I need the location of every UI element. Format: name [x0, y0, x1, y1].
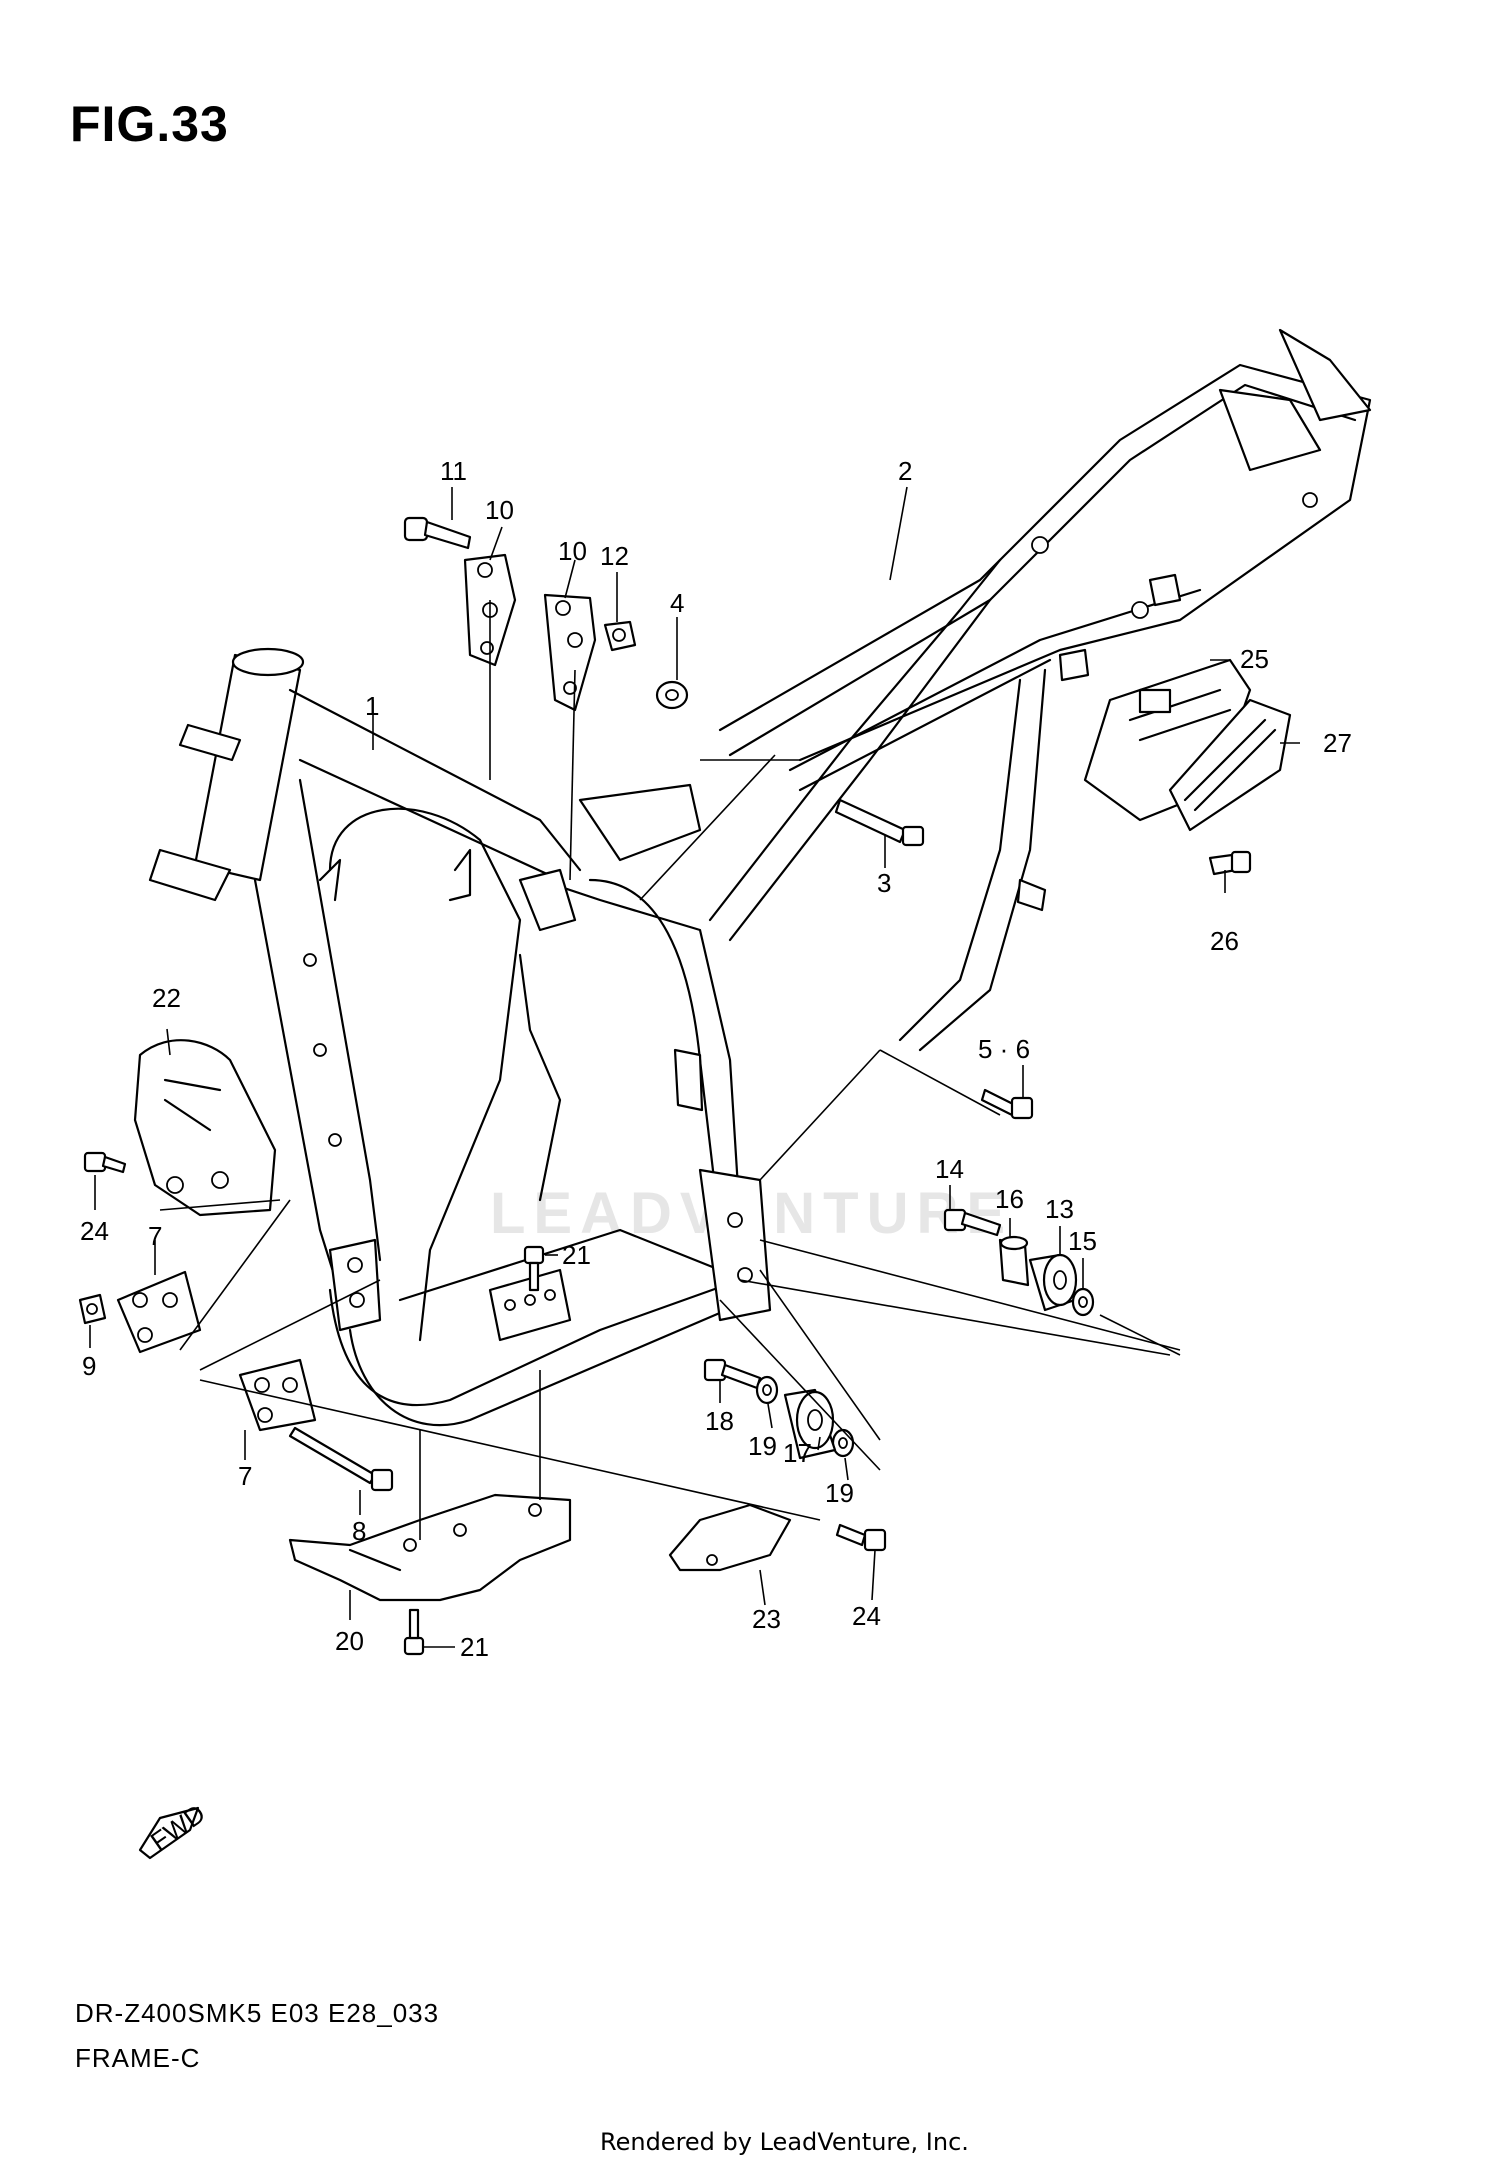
- part-15-washer: [1071, 1287, 1095, 1317]
- callout-19-right: 19: [825, 1478, 854, 1508]
- part-8-bolt: [288, 1426, 394, 1492]
- part-3-bolt: [834, 798, 925, 847]
- part-12-nut: [603, 620, 637, 652]
- callout-25: 25: [1240, 644, 1269, 674]
- callout-9: 9: [82, 1351, 96, 1381]
- part-19-washer-left: [755, 1375, 779, 1405]
- part-24-bolt-left: [83, 1151, 127, 1174]
- frame-name: FRAME-C: [75, 2043, 201, 2073]
- callout-17: 17: [783, 1438, 812, 1468]
- part-13-roller: [1028, 1253, 1078, 1312]
- main-frame: [148, 647, 772, 1427]
- part-21-bolt-lower: [403, 1608, 425, 1656]
- callout-27: 27: [1323, 728, 1352, 758]
- part-17-roller: [783, 1388, 837, 1460]
- part-19-washer-right: [831, 1428, 855, 1458]
- callout-14: 14: [935, 1154, 964, 1184]
- part-21-bolt-upper: [523, 1245, 545, 1292]
- part-27-cushion: [1168, 698, 1292, 832]
- callout-12: 12: [600, 541, 629, 571]
- callout-13: 13: [1045, 1194, 1074, 1224]
- callout-labels: 11 10 10 12 4 1 2 3 25 27 26 5 · 6 14 16…: [80, 456, 1352, 1662]
- part-26-bolt: [1208, 850, 1252, 876]
- part-20-skid-plate: [288, 1493, 572, 1602]
- part-7-plate-upper: [116, 1270, 202, 1354]
- part-16-collar: [998, 1235, 1030, 1287]
- part-9-nut: [78, 1293, 107, 1325]
- part-23-cover: [668, 1503, 792, 1572]
- part-7-plate-lower: [238, 1358, 317, 1432]
- fwd-arrow-icon: FWD: [138, 1798, 211, 1860]
- callout-16: 16: [995, 1184, 1024, 1214]
- part-24-bolt-right: [835, 1523, 887, 1552]
- callout-23: 23: [752, 1604, 781, 1634]
- callout-5-6: 5 · 6: [978, 1034, 1030, 1064]
- part-5-6-bolt: [980, 1088, 1034, 1120]
- callout-7-upper: 7: [148, 1221, 162, 1251]
- part-18-bolt: [703, 1358, 762, 1390]
- callout-4: 4: [670, 588, 684, 618]
- rear-subframe: [708, 328, 1372, 1052]
- part-22-guard: [133, 1039, 277, 1217]
- callout-21-upper: 21: [562, 1240, 591, 1270]
- callout-20: 20: [335, 1626, 364, 1656]
- callout-3: 3: [877, 868, 891, 898]
- callout-19-left: 19: [748, 1431, 777, 1461]
- render-credit: Rendered by LeadVenture, Inc.: [600, 2128, 969, 2156]
- model-code: DR-Z400SMK5 E03 E28_033: [75, 1998, 440, 2028]
- callout-15: 15: [1068, 1226, 1097, 1256]
- part-4-collar: [655, 680, 689, 710]
- part-10-bracket-right: [543, 593, 597, 712]
- part-11-bolt: [403, 516, 472, 550]
- callout-10-right: 10: [558, 536, 587, 566]
- callout-24-left: 24: [80, 1216, 109, 1246]
- callout-21-lower: 21: [460, 1632, 489, 1662]
- callout-26: 26: [1210, 926, 1239, 956]
- callout-11: 11: [440, 456, 467, 486]
- part-14-bolt: [943, 1208, 1002, 1237]
- callout-24-right: 24: [852, 1601, 881, 1631]
- callout-1: 1: [365, 691, 379, 721]
- figure-title: FIG.33: [70, 96, 229, 152]
- callout-22: 22: [152, 983, 181, 1013]
- callout-8: 8: [352, 1516, 366, 1546]
- callout-2: 2: [898, 456, 912, 486]
- callout-18: 18: [705, 1406, 734, 1436]
- callout-7-lower: 7: [238, 1461, 252, 1491]
- leader-lines: [89, 486, 1300, 1648]
- callout-10-left: 10: [485, 495, 514, 525]
